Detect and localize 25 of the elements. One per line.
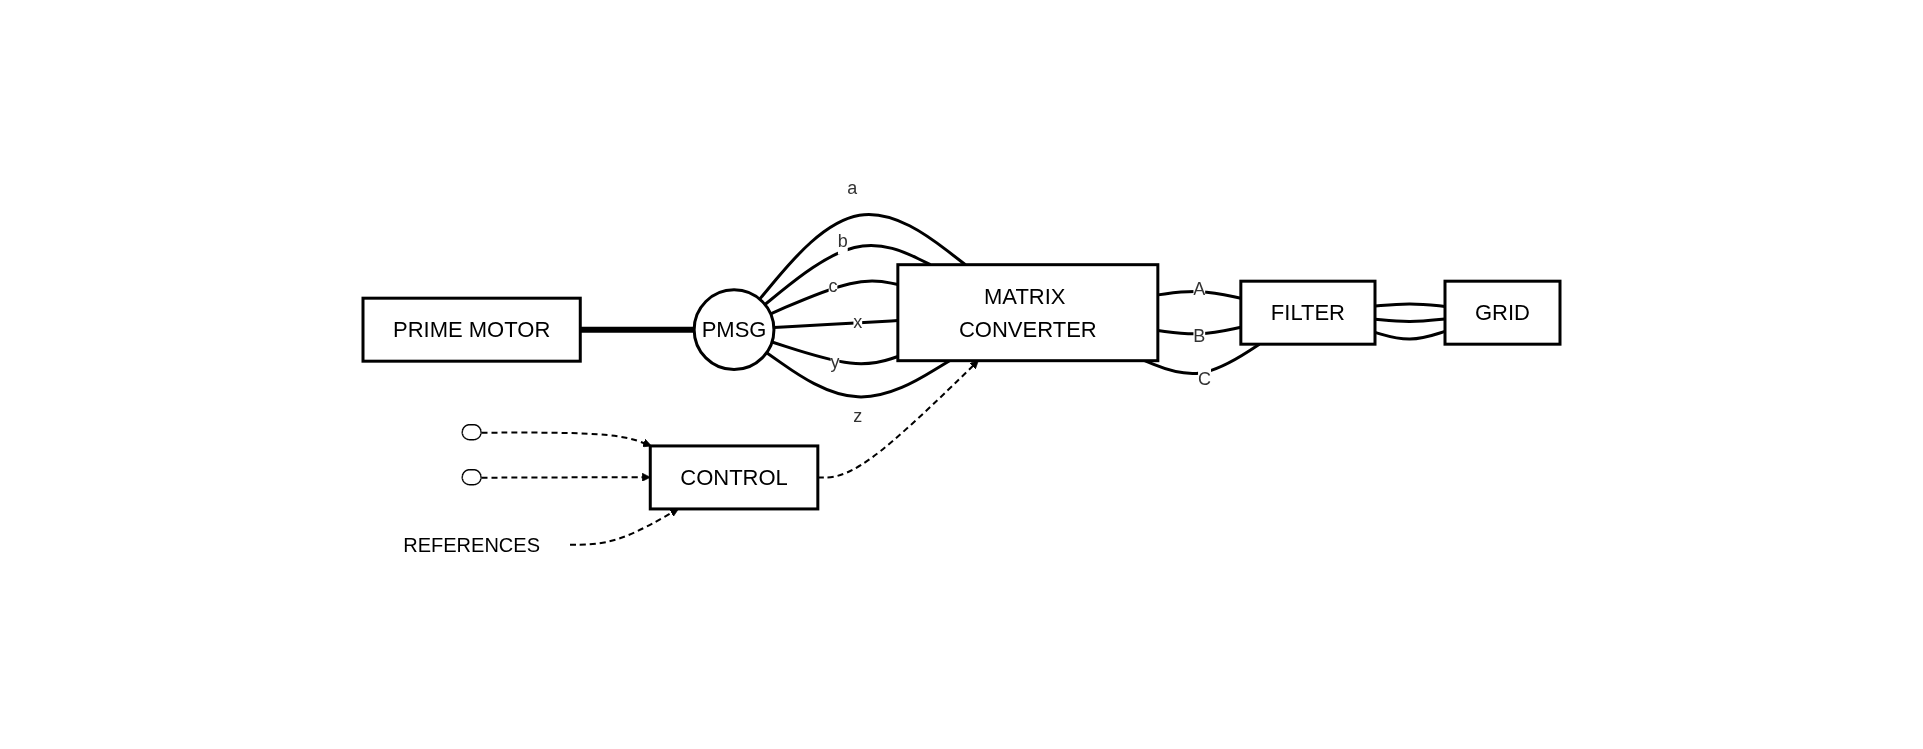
arrow [480, 431, 652, 447]
edge-label: a [847, 177, 858, 198]
node-box: GRID [1443, 279, 1562, 346]
edge-label: B [1193, 325, 1206, 346]
connector [580, 326, 695, 333]
node-text: REFERENCES [403, 533, 540, 556]
connector [765, 351, 951, 398]
edge-label: y [830, 351, 840, 372]
connector [758, 212, 967, 300]
arrow [569, 508, 679, 546]
node-circle: PMSG [692, 287, 776, 371]
edge-label: A [1193, 278, 1206, 299]
arrow [480, 472, 651, 482]
connector [764, 243, 932, 306]
node-box: FILTER [1239, 279, 1377, 346]
node-box: MATRIX CONVERTER [896, 262, 1160, 362]
node-box: PRIME MOTOR [361, 296, 582, 363]
edge-label: z [853, 406, 863, 427]
node-box: CONTROL [648, 444, 820, 511]
edge-label: x [853, 312, 863, 333]
edge-label: b [837, 230, 848, 251]
edge-label: C [1198, 368, 1212, 389]
connector [773, 318, 898, 329]
edge-label: c [828, 275, 838, 296]
connector [771, 340, 899, 365]
